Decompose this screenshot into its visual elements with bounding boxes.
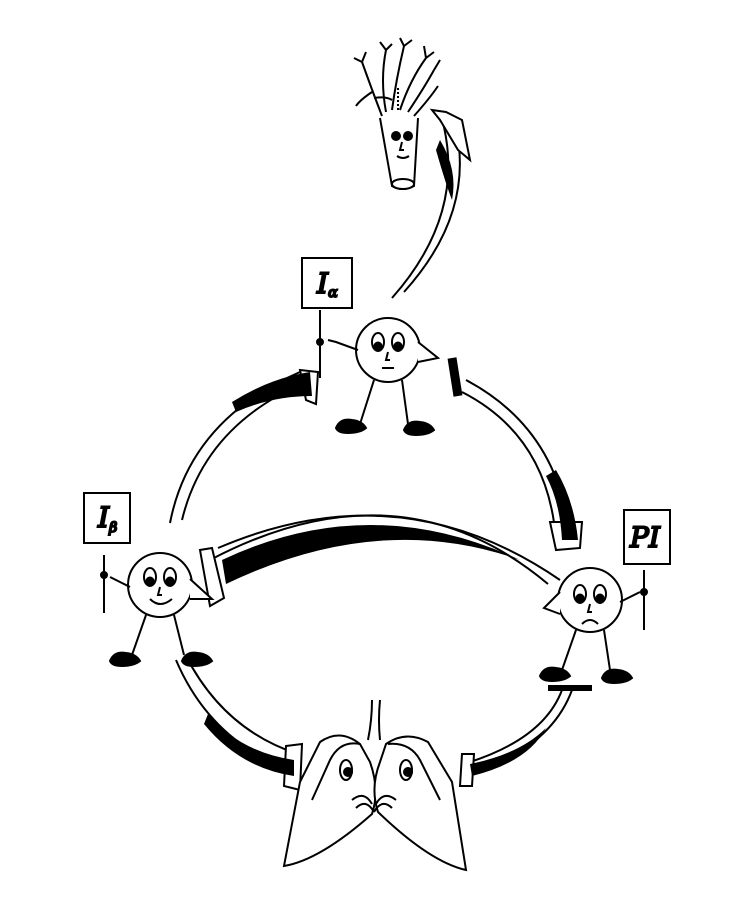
arrows: [169, 108, 592, 792]
i-alpha-body: [355, 317, 421, 383]
bronchi-tree-icon: [353, 37, 441, 190]
arrow-pi-to-i-beta: [198, 514, 561, 608]
i-alpha-sign: [301, 257, 353, 309]
i-beta-body: [127, 552, 193, 618]
arrow-bronchi-to-i-alpha: [391, 108, 472, 299]
inhibition-lungs-to-pi: [458, 685, 592, 787]
arrow-i-alpha-to-i-beta: [169, 368, 320, 524]
i-beta-label: Iβ: [97, 501, 117, 536]
lungs-icon: [282, 699, 468, 872]
pi-sign: [623, 509, 671, 565]
inhibition-i-alpha-to-pi: [447, 357, 584, 552]
arrow-i-beta-to-lungs: [175, 655, 304, 792]
pi-body: [557, 567, 623, 633]
character-i-alpha: Iα: [301, 257, 441, 436]
character-pi: PI: [539, 509, 671, 684]
character-i-beta: Iβ: [83, 492, 215, 667]
i-alpha-label: Iα: [316, 267, 338, 301]
pi-label: PI: [629, 521, 661, 554]
i-beta-sign: [83, 492, 131, 544]
